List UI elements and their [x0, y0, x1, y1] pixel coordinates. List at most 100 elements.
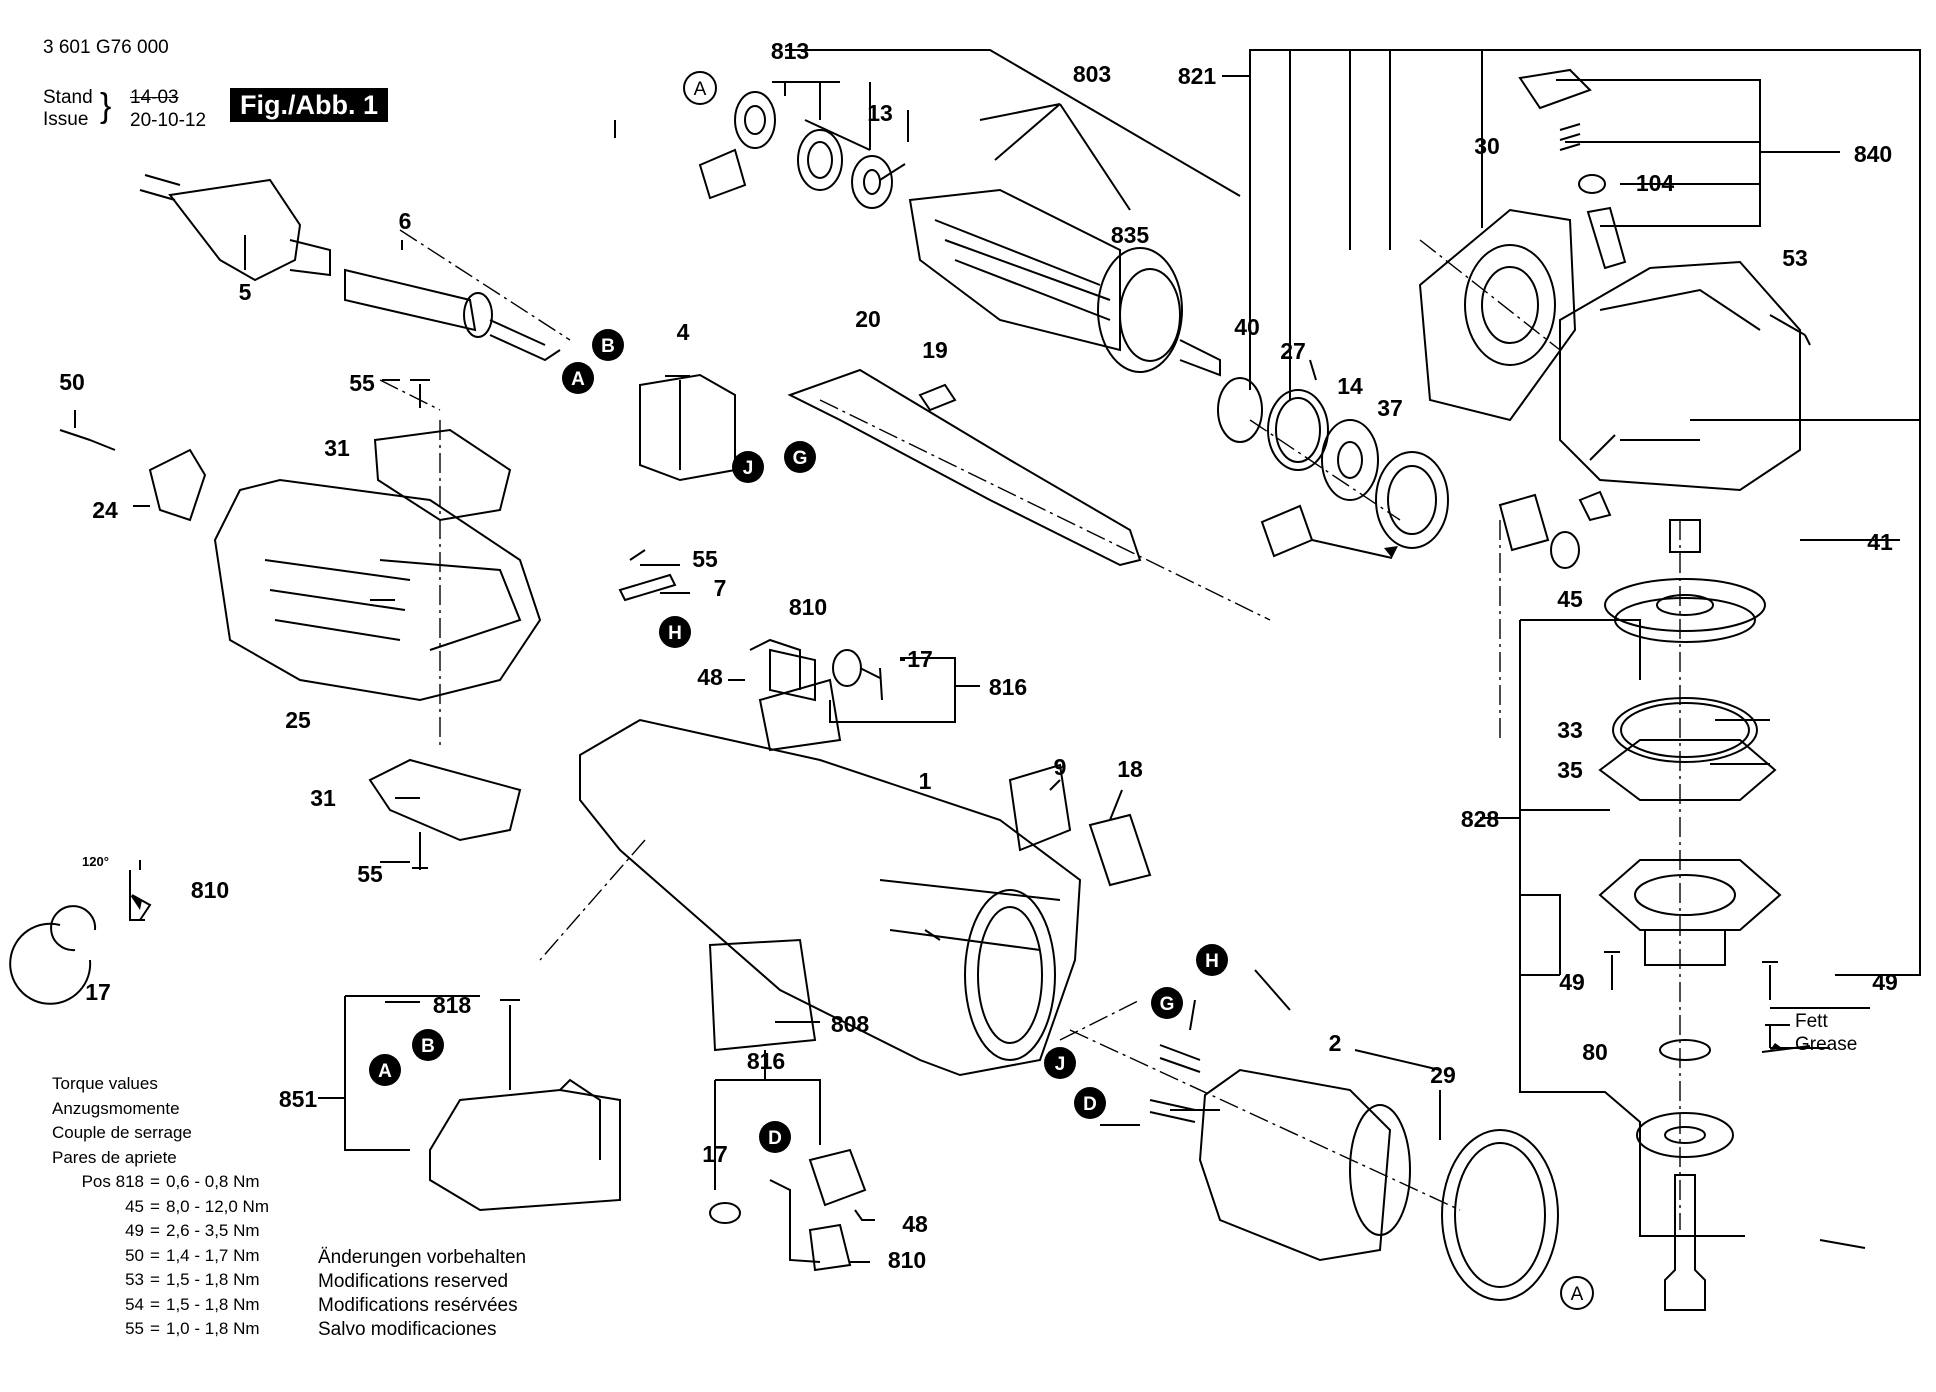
label-14: 14: [1337, 373, 1363, 399]
torque-value: 0,6 - 0,8 Nm: [166, 1172, 260, 1191]
torque-value: 2,6 - 3,5 Nm: [166, 1221, 260, 1240]
modifications-note: Änderungen vorbehalten Modifications res…: [318, 1246, 526, 1342]
torque-row: 53=1,5 - 1,8 Nm: [52, 1268, 269, 1293]
label-41: 41: [1867, 529, 1893, 555]
label-45: 45: [1557, 586, 1583, 612]
label-31-top: 31: [324, 435, 350, 461]
label-24: 24: [92, 497, 118, 523]
stand-value: 14-03: [130, 87, 179, 108]
torque-pos: 50: [125, 1245, 144, 1265]
issue-label: Issue: [43, 109, 89, 130]
callout-d-stator-label: D: [1083, 1094, 1097, 1115]
callout-a-cover: [369, 1054, 401, 1086]
torque-line-4: Pares de apriete: [52, 1147, 177, 1167]
callout-h-holder: [659, 616, 691, 648]
callout-b-cover-label: B: [421, 1036, 435, 1057]
torque-values-block: Torque values Anzugsmomente Couple de se…: [52, 1072, 269, 1342]
label-18: 18: [1117, 756, 1143, 782]
label-30: 30: [1474, 133, 1500, 159]
callout-a-cord-label: A: [571, 369, 585, 390]
label-33: 33: [1557, 717, 1583, 743]
label-5: 5: [239, 279, 252, 305]
label-104: 104: [1636, 170, 1675, 196]
label-1: 1: [919, 768, 932, 794]
label-808: 808: [831, 1011, 870, 1037]
callout-a-cord: [562, 362, 594, 394]
label-49-right: 49: [1872, 969, 1898, 995]
callout-g-stator-label: G: [1160, 994, 1175, 1015]
label-19: 19: [922, 337, 948, 363]
torque-line-1: Torque values: [52, 1074, 158, 1093]
torque-row: 50=1,4 - 1,7 Nm: [52, 1244, 269, 1269]
callout-a-baffle: [1560, 1276, 1594, 1310]
label-810-top: 810: [789, 594, 827, 620]
label-80: 80: [1582, 1039, 1608, 1065]
torque-pos: 45: [125, 1196, 144, 1216]
callout-h-stator: [1196, 944, 1228, 976]
torque-line-3: Couple de serrage: [52, 1123, 192, 1142]
label-fett: Fett: [1795, 1011, 1828, 1032]
callout-j-stator: [1044, 1047, 1076, 1079]
label-49-left: 49: [1559, 969, 1585, 995]
callout-a-top-label: A: [694, 79, 707, 100]
torque-pos: 53: [125, 1270, 144, 1289]
label-120-deg: 120°: [82, 854, 109, 869]
callout-j-stator-label: J: [1055, 1054, 1066, 1075]
torque-pos: 55: [125, 1319, 144, 1338]
label-840: 840: [1854, 141, 1892, 167]
label-828: 828: [1461, 806, 1500, 832]
callout-h-holder-label: H: [668, 623, 682, 644]
label-818: 818: [433, 992, 472, 1018]
label-55-bottom: 55: [357, 861, 383, 887]
label-813: 813: [771, 38, 809, 64]
figure-label: Fig./Abb. 1: [230, 88, 388, 122]
label-816-top: 816: [989, 674, 1027, 700]
doc-number: 3 601 G76 000: [43, 37, 169, 58]
torque-row: Pos 818=0,6 - 0,8 Nm: [52, 1170, 269, 1195]
callout-b-cord-label: B: [601, 336, 615, 357]
torque-value: 1,4 - 1,7 Nm: [166, 1245, 260, 1265]
label-821: 821: [1178, 63, 1217, 89]
callout-a-baffle-label: A: [1571, 1284, 1584, 1305]
stand-label: Stand: [43, 87, 93, 108]
callout-d-holder: [759, 1121, 791, 1153]
callout-g-brush: [784, 441, 816, 473]
torque-value: 8,0 - 12,0 Nm: [166, 1196, 269, 1216]
label-50: 50: [59, 369, 85, 395]
torque-row: 49=2,6 - 3,5 Nm: [52, 1219, 269, 1244]
label-55-top: 55: [349, 370, 375, 396]
label-835: 835: [1111, 222, 1150, 248]
torque-value: 1,5 - 1,8 Nm: [166, 1294, 260, 1314]
modifications-fr: Modifications resérvées: [318, 1295, 518, 1316]
torque-row: 45=8,0 - 12,0 Nm: [52, 1195, 269, 1220]
torque-pos: 49: [125, 1221, 144, 1240]
torque-pos-prefix: Pos: [81, 1172, 111, 1191]
torque-pos: 818: [115, 1172, 144, 1191]
label-810-bottom: 810: [888, 1247, 926, 1273]
label-29: 29: [1430, 1062, 1456, 1088]
label-20: 20: [855, 306, 881, 332]
callout-b-cord: [592, 329, 624, 361]
label-17-bottom: 17: [702, 1141, 728, 1167]
torque-pos: 54: [125, 1294, 144, 1314]
callout-h-stator-label: H: [1205, 951, 1219, 972]
label-48-bottom: 48: [902, 1211, 928, 1237]
label-13: 13: [867, 100, 893, 126]
callout-b-cover: [412, 1029, 444, 1061]
label-803: 803: [1073, 61, 1111, 87]
modifications-es: Salvo modificaciones: [318, 1319, 497, 1340]
label-53: 53: [1782, 245, 1808, 271]
callout-d-stator: [1074, 1087, 1106, 1119]
label-851: 851: [279, 1086, 318, 1112]
label-17-left: 17: [85, 979, 111, 1005]
modifications-de: Änderungen vorbehalten: [318, 1247, 527, 1268]
label-55-mid: 55: [692, 546, 718, 572]
label-17-top: 17: [907, 646, 933, 672]
label-grease: Grease: [1795, 1034, 1857, 1055]
callout-j-brush-label: J: [743, 458, 754, 479]
callout-d-holder-label: D: [768, 1128, 782, 1149]
torque-line-2: Anzugsmomente: [52, 1098, 180, 1118]
torque-row: 55=1,0 - 1,8 Nm: [52, 1317, 269, 1342]
stand-brace: }: [100, 87, 112, 125]
